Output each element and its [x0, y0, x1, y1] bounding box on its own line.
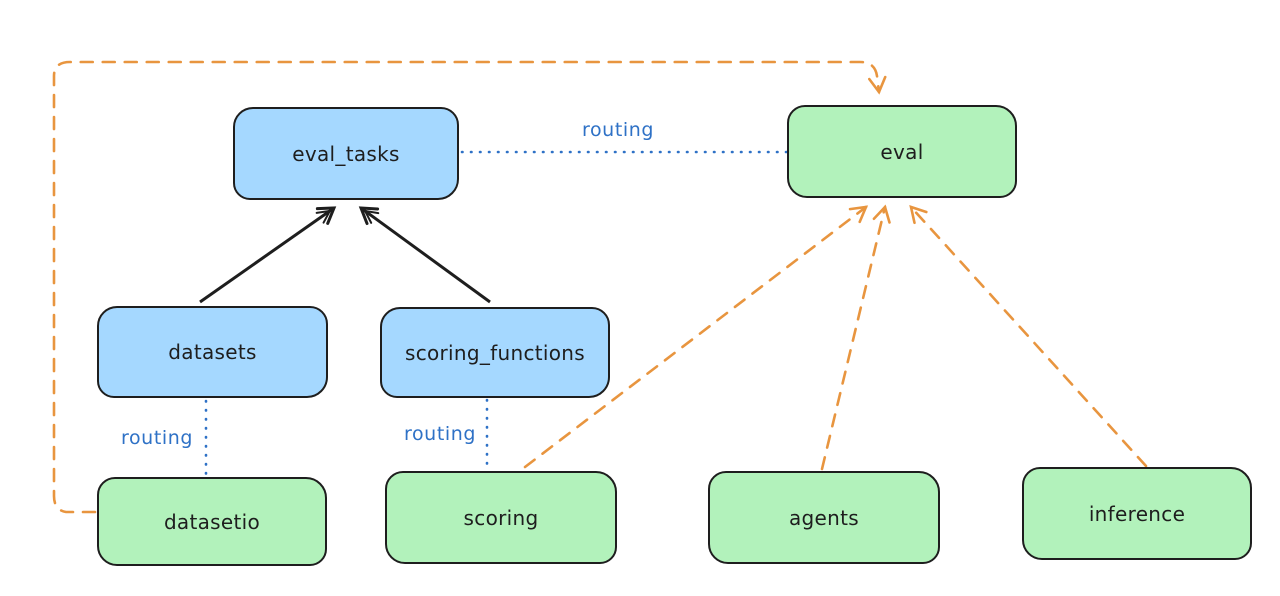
node-eval: eval: [787, 105, 1017, 198]
edge-datasetio-to-eval: [52, 60, 887, 514]
edge-scoring-functions-to-eval-tasks: [358, 206, 491, 304]
edge-label-routing-datasets-datasetio: routing: [120, 427, 194, 449]
node-inference-label: inference: [1088, 501, 1186, 526]
edge-scoring-to-eval: [523, 205, 869, 469]
edge-label-routing-scoring-functions-scoring: routing: [403, 423, 477, 445]
edge-datasets-to-eval-tasks: [199, 206, 337, 304]
edge-agents-to-eval: [820, 204, 891, 471]
node-datasets-label: datasets: [168, 340, 257, 364]
edge-inference-to-eval: [909, 205, 1148, 468]
node-eval-label: eval: [880, 139, 924, 164]
node-agents-label: agents: [789, 505, 859, 530]
node-eval-tasks-label: eval_tasks: [292, 141, 400, 166]
edge-label-routing-eval-tasks-eval: routing: [581, 119, 655, 141]
node-eval-tasks: eval_tasks: [233, 107, 459, 200]
node-datasetio-label: datasetio: [163, 509, 261, 534]
node-datasetio: datasetio: [97, 477, 327, 566]
node-scoring-functions-label: scoring_functions: [404, 340, 586, 365]
node-scoring-label: scoring: [463, 505, 539, 530]
node-inference: inference: [1022, 467, 1252, 560]
node-agents: agents: [708, 471, 940, 564]
node-datasets: datasets: [97, 306, 328, 398]
node-scoring-functions: scoring_functions: [380, 307, 610, 398]
node-scoring: scoring: [385, 471, 617, 564]
